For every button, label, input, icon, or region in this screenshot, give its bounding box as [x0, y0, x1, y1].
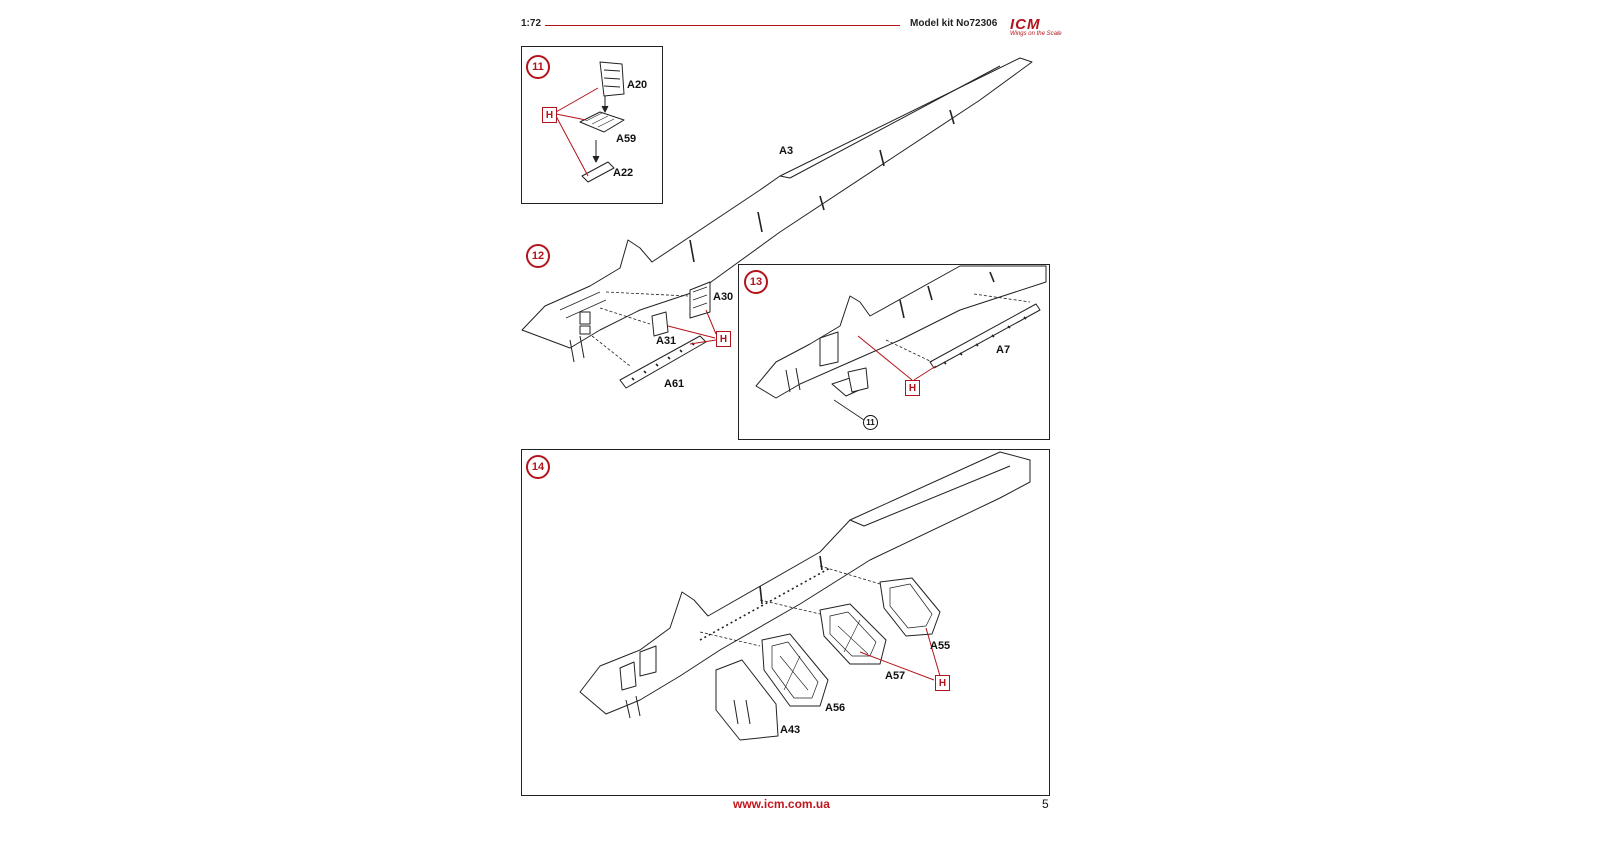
panel-a30: [689, 281, 711, 319]
logo-text: ICM: [1010, 16, 1041, 33]
icm-logo: ICM Wings on the Scale: [1010, 16, 1070, 40]
scale-label: 1:72: [521, 18, 542, 29]
fuselage-half-step14: [579, 451, 1031, 719]
part-label-a30: A30: [713, 291, 734, 303]
box-a31: [651, 311, 669, 337]
part-label-a57: A57: [885, 670, 906, 682]
glue-badge-11: H: [542, 107, 557, 123]
step-number-12: 12: [526, 244, 550, 268]
seat-back-a20: [599, 61, 625, 97]
part-label-a56: A56: [825, 702, 846, 714]
part-label-a22: A22: [613, 167, 634, 179]
model-kit-label: Model kit No72306: [910, 18, 998, 29]
fuselage-half-step12: [521, 57, 1033, 363]
fuselage-half-step13: [755, 265, 1047, 399]
page-number: 5: [1042, 797, 1049, 811]
glue-badge-13: H: [905, 380, 920, 396]
glue-badge-12: H: [716, 331, 731, 347]
panel-a43: [715, 659, 779, 741]
glue-badge-14: H: [935, 675, 950, 691]
header-rule: [545, 25, 900, 26]
part-label-a31: A31: [656, 335, 677, 347]
step-number-13: 13: [744, 270, 768, 294]
seat-installed-13: [831, 367, 869, 397]
seat-base-a22: [581, 161, 615, 183]
bulkhead-a57: [819, 603, 887, 665]
part-label-a55: A55: [930, 640, 951, 652]
step-number-11: 11: [526, 55, 550, 79]
footer-website[interactable]: www.icm.com.ua: [733, 797, 830, 811]
part-label-a7: A7: [996, 344, 1011, 356]
part-label-a43: A43: [780, 724, 801, 736]
part-label-a20: A20: [627, 79, 648, 91]
seat-pan-a59: [579, 111, 625, 133]
reference-step-11: 11: [863, 415, 878, 430]
logo-tagline: Wings on the Scale: [1010, 31, 1062, 37]
part-label-a61: A61: [664, 378, 685, 390]
part-label-a3: A3: [779, 145, 794, 157]
bulkhead-a55: [879, 577, 941, 637]
rail-a7: [929, 303, 1041, 369]
step-number-14: 14: [526, 455, 550, 479]
bulkhead-a56: [761, 633, 829, 707]
part-label-a59: A59: [616, 133, 637, 145]
